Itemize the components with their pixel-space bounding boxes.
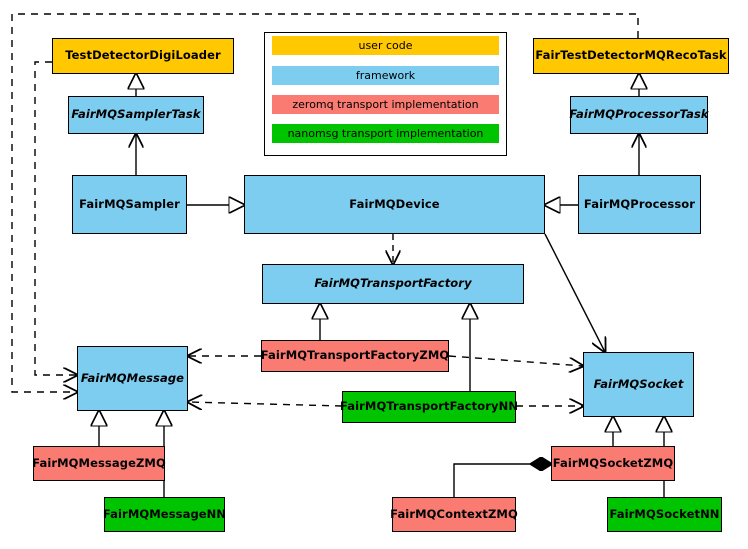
class-node-fairmqsocketnn[interactable]: FairMQSocketNN xyxy=(607,497,722,532)
class-node-fairmqmessagezmq[interactable]: FairMQMessageZMQ xyxy=(32,446,166,481)
legend-item-user-code: user code xyxy=(272,36,499,55)
class-node-fairtestdetectormqrecotask[interactable]: FairTestDetectorMQRecoTask xyxy=(533,38,729,74)
class-node-fairmqprocessortask[interactable]: FairMQProcessorTask xyxy=(569,96,709,134)
class-node-fairmqdevice[interactable]: FairMQDevice xyxy=(244,175,545,234)
legend-item-nanomsg: nanomsg transport implementation xyxy=(272,124,499,143)
class-node-fairmqprocessor[interactable]: FairMQProcessor xyxy=(578,175,701,234)
class-node-fairmqcontextzmq[interactable]: FairMQContextZMQ xyxy=(390,497,518,532)
edge-tfzmq-to-socket xyxy=(448,355,583,366)
class-node-fairmqmessagenn[interactable]: FairMQMessageNN xyxy=(103,497,226,532)
class-node-fairmqsampler[interactable]: FairMQSampler xyxy=(72,175,187,234)
edge-digiloader-to-message xyxy=(34,61,77,375)
class-node-fairmqtransportfactory[interactable]: FairMQTransportFactory xyxy=(262,264,524,304)
legend-item-framework: framework xyxy=(272,66,499,85)
class-node-fairmqtransportfactoryzmq[interactable]: FairMQTransportFactoryZMQ xyxy=(261,340,449,372)
edge-recotask-to-message xyxy=(11,13,639,392)
class-node-fairmqsocketzmq[interactable]: FairMQSocketZMQ xyxy=(551,446,675,481)
class-node-fairmqtransportfactorynn[interactable]: FairMQTransportFactoryNN xyxy=(340,391,518,423)
class-node-testdetectordigiloader[interactable]: TestDetectorDigiLoader xyxy=(52,38,234,74)
edge-device-to-socket xyxy=(544,233,605,352)
edge-socketzmq-composes-contextzmq xyxy=(453,464,551,497)
class-node-fairmqsamplertask[interactable]: FairMQSamplerTask xyxy=(68,96,204,134)
edge-tfnn-to-message xyxy=(188,402,343,406)
class-node-fairmqmessage[interactable]: FairMQMessage xyxy=(77,346,188,411)
class-node-fairmqsocket[interactable]: FairMQSocket xyxy=(583,352,694,417)
legend-item-zeromq: zeromq transport implementation xyxy=(272,95,499,114)
